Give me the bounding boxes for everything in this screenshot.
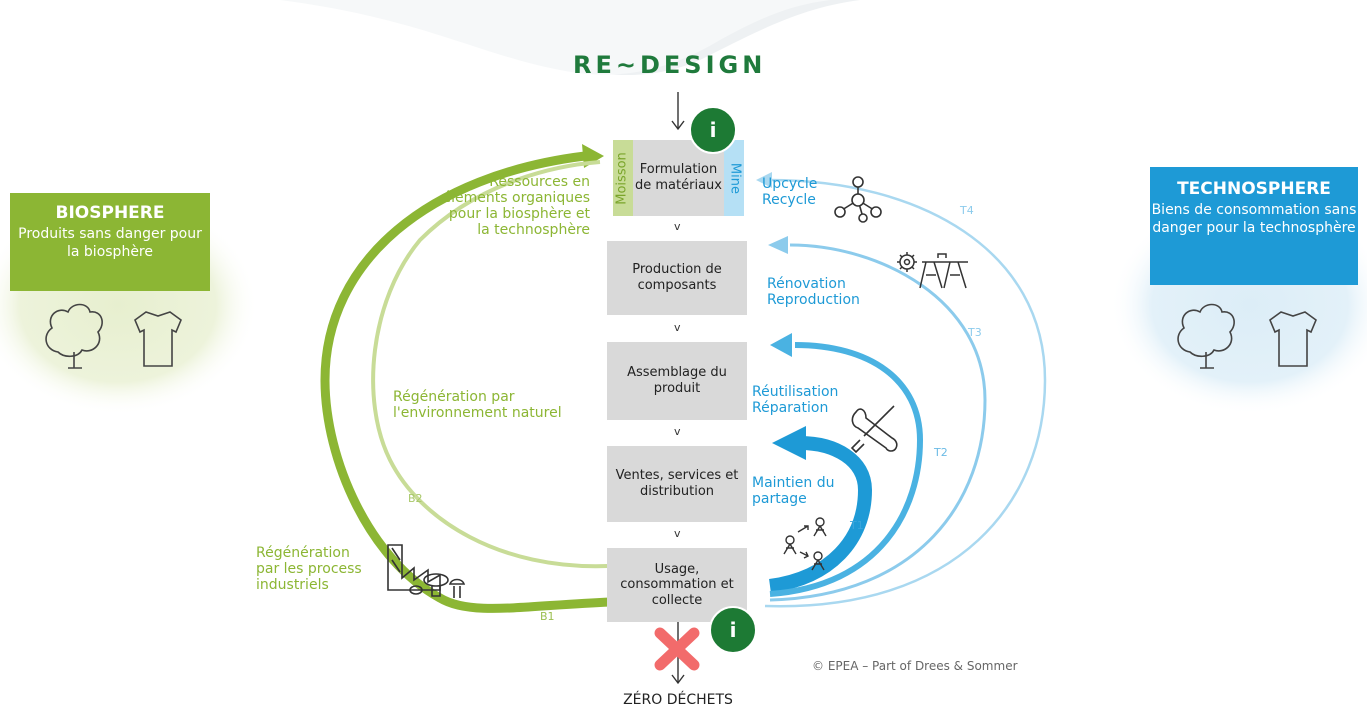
info-button-top[interactable]: i [689,106,737,154]
technosphere-title: TECHNOSPHERE Biens de consommation sans … [1150,179,1358,237]
t2-arrowhead [770,333,792,357]
gear-tools-icon [897,252,968,289]
biosphere-heading: BIOSPHERE [55,203,165,223]
t3-label: T3 [968,326,982,339]
b2-cycle-arc [371,160,609,569]
zero-waste-cross-icon [654,627,700,671]
stage-ventes-label: Ventes, services et distribution [615,468,739,499]
moisson-bar [613,140,633,216]
stage-usage-label: Usage, consommation et collecte [620,561,734,608]
ressources-label: Ressources en éléments organiques pour l… [442,174,590,239]
biosphere-banner [10,193,210,291]
b2-label: B2 [408,492,423,505]
t4-cycle-arc [764,178,1047,608]
t1-arrowhead [772,426,806,460]
t1-label: T1 [850,519,864,532]
upcycle-label: Upcycle Recycle [762,176,818,209]
techno-tshirt-icon [1269,311,1317,367]
people-sharing-icon [783,517,827,571]
copyright-label: © EPEA – Part of Drees & Sommer [812,659,1018,673]
chevron-4: v [674,527,681,540]
mine-bar [724,140,744,216]
stage-formulation-label: Formulation de matériaux [635,162,722,193]
stage-production: Production de composants [607,241,747,315]
chevron-1: v [674,220,681,233]
regeneration-env-label: Régénération par l'environnement naturel [393,389,562,422]
stage-ventes: Ventes, services et distribution [607,446,747,522]
biosphere-title: BIOSPHERE Produits sans danger pour la b… [10,203,210,261]
t4-label: T4 [960,204,974,217]
t3-arrowhead [768,236,788,254]
zero-waste-label: ZÉRO DÉCHETS [623,692,733,708]
reutilisation-label: Réutilisation Réparation [752,384,839,417]
mine-label: Mine [727,162,743,194]
technosphere-banner [1150,167,1358,285]
maintien-label: Maintien du partage [752,475,835,508]
stage-assemblage: Assemblage du produit [607,342,747,420]
molecule-icon [834,176,882,223]
t1-cycle-arc [768,436,873,593]
technosphere-subtitle: Biens de consommation sans danger pour l… [1151,202,1357,236]
factory-icon [387,544,466,598]
redesign-logo: RE~DESIGN [573,51,767,79]
techno-tree-icon [1177,303,1235,369]
chevron-2: v [674,321,681,334]
technosphere-heading: TECHNOSPHERE [1177,179,1331,199]
top-wave-inner [280,0,830,75]
stage-production-label: Production de composants [632,262,722,293]
biosphere-subtitle: Produits sans danger pour la biosphère [18,226,202,260]
info-button-bottom[interactable]: i [709,606,757,654]
regeneration-ind-label: Régénération par les process industriels [256,545,362,594]
b1-cycle-arc [320,151,611,613]
t3-cycle-arc [769,243,987,602]
bio-tree-icon [45,303,103,369]
stage-formulation: Formulation de matériaux [633,140,724,216]
b1-label: B1 [540,610,555,623]
moisson-label: Moisson [614,152,630,205]
renovation-label: Rénovation Reproduction [767,276,860,309]
t2-cycle-arc [769,342,924,597]
bio-tshirt-icon [134,311,182,367]
t4-arrowhead [756,172,772,188]
t2-label: T2 [934,446,948,459]
stage-assemblage-label: Assemblage du produit [627,365,727,396]
chevron-3: v [674,425,681,438]
wrench-screwdriver-icon [850,405,898,454]
